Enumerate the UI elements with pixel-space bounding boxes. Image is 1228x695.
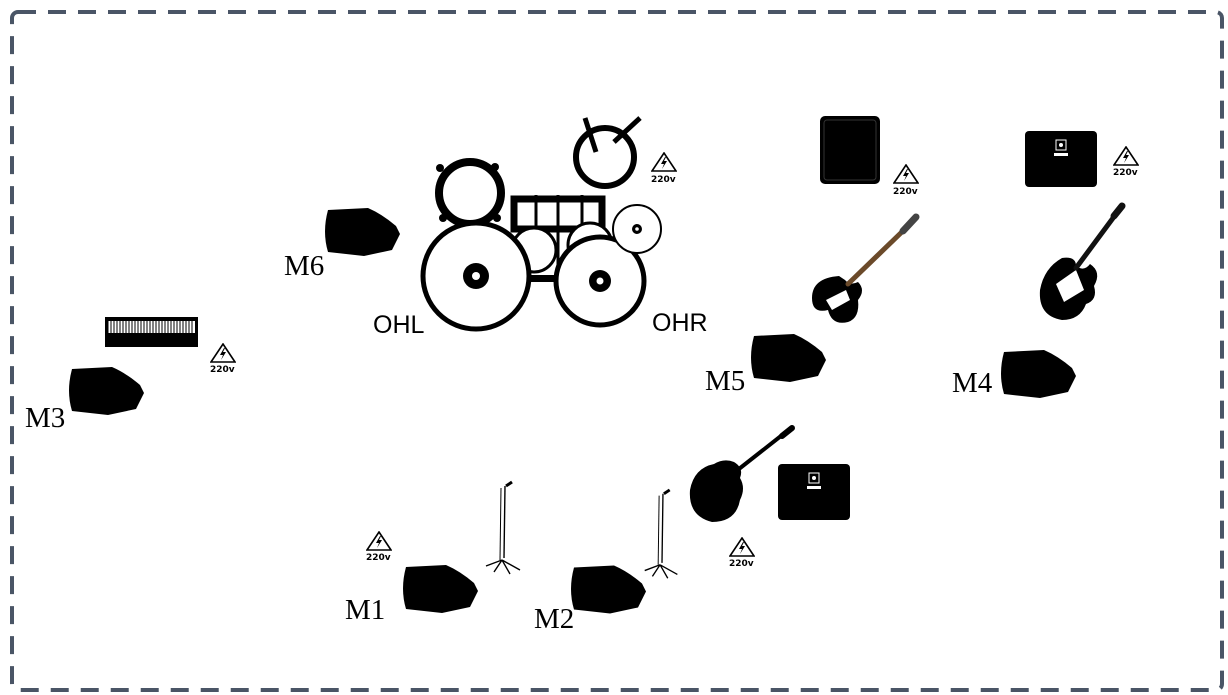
drum-kit bbox=[420, 116, 662, 332]
power-outlet-bass: 220v bbox=[893, 164, 919, 197]
amplifier-acoustic bbox=[777, 463, 851, 521]
monitor-wedge-m6 bbox=[325, 208, 400, 256]
label-ohl: OHL bbox=[373, 311, 425, 339]
label-m1: M1 bbox=[345, 594, 385, 626]
power-outlet-keyboard: 220v bbox=[210, 343, 236, 375]
amplifier-guitar bbox=[1024, 130, 1098, 188]
power-outlet-vocals: 220v bbox=[366, 531, 392, 563]
power-outlet-guitar: 220v bbox=[1113, 146, 1139, 178]
svg-text:220v: 220v bbox=[366, 553, 391, 563]
amplifier-bass bbox=[820, 116, 880, 184]
mic-stand-1 bbox=[484, 480, 522, 576]
label-m2: M2 bbox=[534, 603, 574, 635]
monitor-wedge-m4 bbox=[1001, 350, 1076, 398]
svg-text:220v: 220v bbox=[651, 175, 676, 185]
monitor-wedge-m5 bbox=[751, 334, 826, 382]
power-outlet-drums: 220v bbox=[651, 152, 677, 185]
electric-guitar bbox=[1039, 202, 1126, 320]
svg-text:220v: 220v bbox=[893, 187, 918, 197]
label-ohr: OHR bbox=[652, 309, 708, 337]
bass-guitar bbox=[812, 213, 920, 323]
mic-stand-2 bbox=[643, 488, 680, 580]
svg-text:220v: 220v bbox=[729, 559, 754, 569]
monitor-wedge-m3 bbox=[69, 367, 144, 415]
monitor-wedge-m2 bbox=[571, 565, 646, 614]
label-m5: M5 bbox=[705, 365, 745, 397]
stage-border bbox=[10, 10, 1224, 692]
monitor-wedge-m1 bbox=[403, 565, 478, 613]
svg-text:220v: 220v bbox=[1113, 168, 1138, 178]
label-m6: M6 bbox=[284, 250, 324, 282]
power-outlet-acoustic: 220v bbox=[729, 537, 755, 569]
label-m4: M4 bbox=[952, 367, 993, 399]
keyboard bbox=[105, 317, 198, 347]
label-m3: M3 bbox=[25, 402, 65, 434]
acoustic-guitar bbox=[689, 425, 795, 522]
svg-text:220v: 220v bbox=[210, 365, 235, 375]
